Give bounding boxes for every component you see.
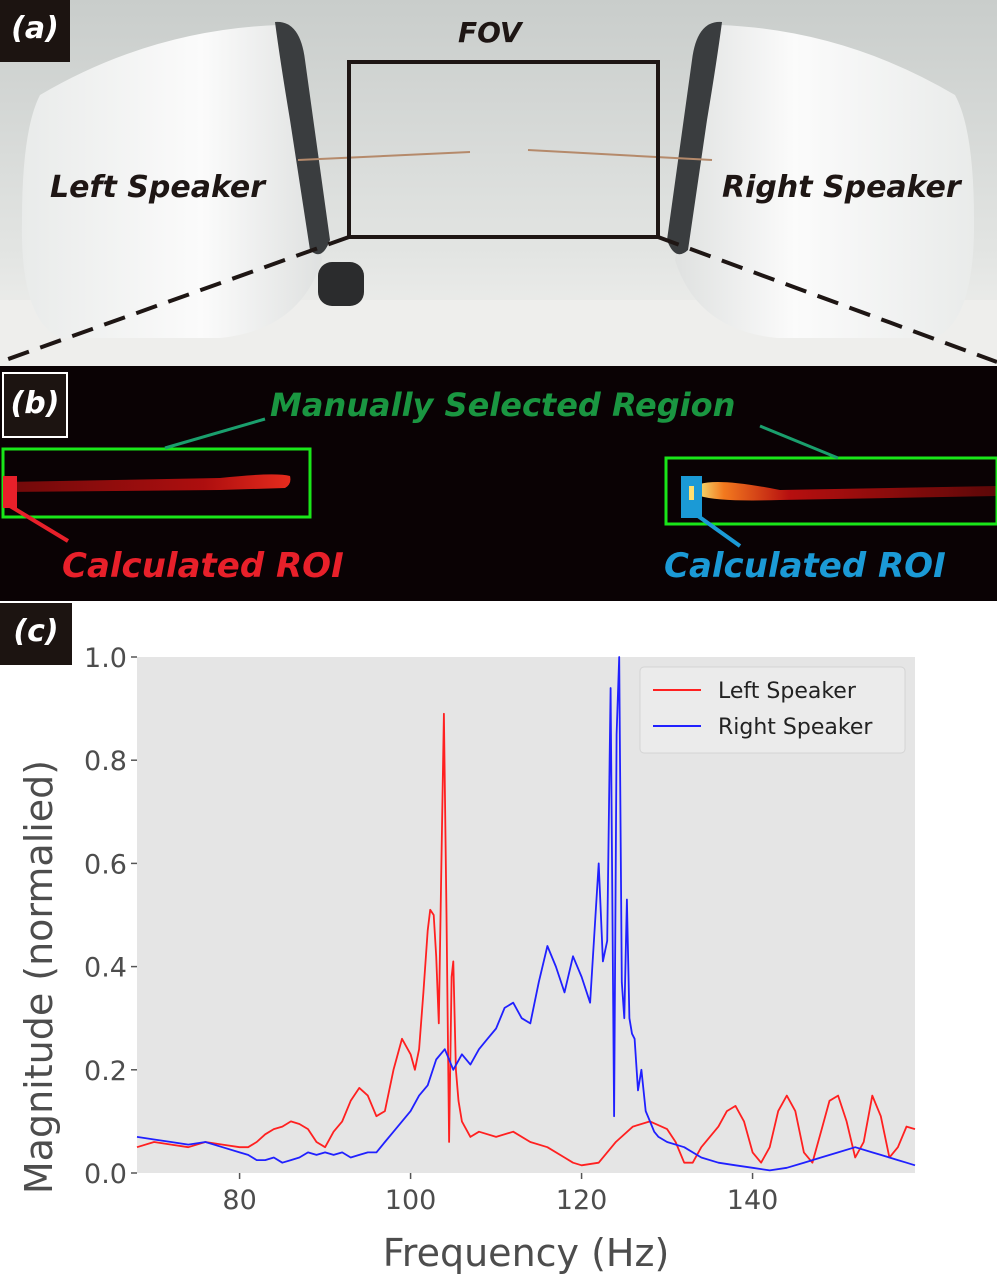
fov-box xyxy=(347,60,660,239)
y-tick-label: 0.8 xyxy=(84,746,127,777)
region-callout-left xyxy=(164,417,266,450)
right-strand xyxy=(700,482,997,501)
left-roi-callout xyxy=(8,504,70,543)
right-speaker-body xyxy=(675,25,975,338)
right-manual-region xyxy=(664,456,997,526)
left-speaker-grille xyxy=(275,21,330,255)
legend: Left Speaker Right Speaker xyxy=(639,666,906,754)
left-speaker-body xyxy=(21,25,323,338)
left-speaker-knob xyxy=(318,262,364,306)
x-axis-label: Frequency (Hz) xyxy=(383,1231,670,1275)
y-axis-label: Magnitude (normalied) xyxy=(17,760,61,1194)
speaker-photo xyxy=(0,0,997,366)
right-wire xyxy=(527,149,713,161)
y-tick-label: 1.0 xyxy=(84,643,127,674)
x-tick-label: 80 xyxy=(222,1185,256,1216)
fov-label: FOV xyxy=(458,16,522,49)
panel-b: (b) Manually Selected Region Calculated … xyxy=(0,366,997,601)
right-speaker-label: Right Speaker xyxy=(722,170,961,205)
manual-region-label: Manually Selected Region xyxy=(270,386,736,424)
right-roi-callout xyxy=(696,514,742,548)
right-speaker-line xyxy=(136,656,916,1172)
roi-image xyxy=(1,417,997,548)
region-callout-right xyxy=(759,424,839,460)
right-zoom-line xyxy=(657,235,997,364)
legend-left-label: Left Speaker xyxy=(718,679,857,704)
left-roi-label: Calculated ROI xyxy=(62,546,344,586)
left-zoom-line xyxy=(0,235,350,364)
x-tick-label: 100 xyxy=(385,1185,437,1216)
panel-a-tag: (a) xyxy=(0,0,70,62)
y-tick-label: 0.2 xyxy=(84,1056,127,1087)
right-roi-label: Calculated ROI xyxy=(664,546,946,586)
left-speaker-line xyxy=(136,712,916,1167)
panel-c: 0.0 0.2 0.4 0.6 0.8 1.0 80 100 120 140 Frequency… xyxy=(0,601,997,1285)
panel-b-tag: (b) xyxy=(2,372,68,438)
y-tick-label: 0.0 xyxy=(84,1159,127,1190)
left-strand xyxy=(5,474,291,492)
right-speaker-grille xyxy=(667,21,722,255)
panel-a: (a) FOV Left Speaker Right Speaker xyxy=(0,0,997,366)
x-tick-label: 120 xyxy=(556,1185,608,1216)
left-roi-box xyxy=(3,476,17,508)
y-tick-label: 0.6 xyxy=(84,849,127,880)
x-tick-label: 140 xyxy=(727,1185,779,1216)
legend-right-label: Right Speaker xyxy=(718,715,873,740)
frequency-chart: 0.0 0.2 0.4 0.6 0.8 1.0 80 100 120 140 Frequency… xyxy=(17,643,916,1275)
left-speaker-label: Left Speaker xyxy=(50,170,265,205)
left-wire xyxy=(297,151,471,161)
y-tick-label: 0.4 xyxy=(84,953,127,984)
panel-c-tag: (c) xyxy=(0,603,72,665)
